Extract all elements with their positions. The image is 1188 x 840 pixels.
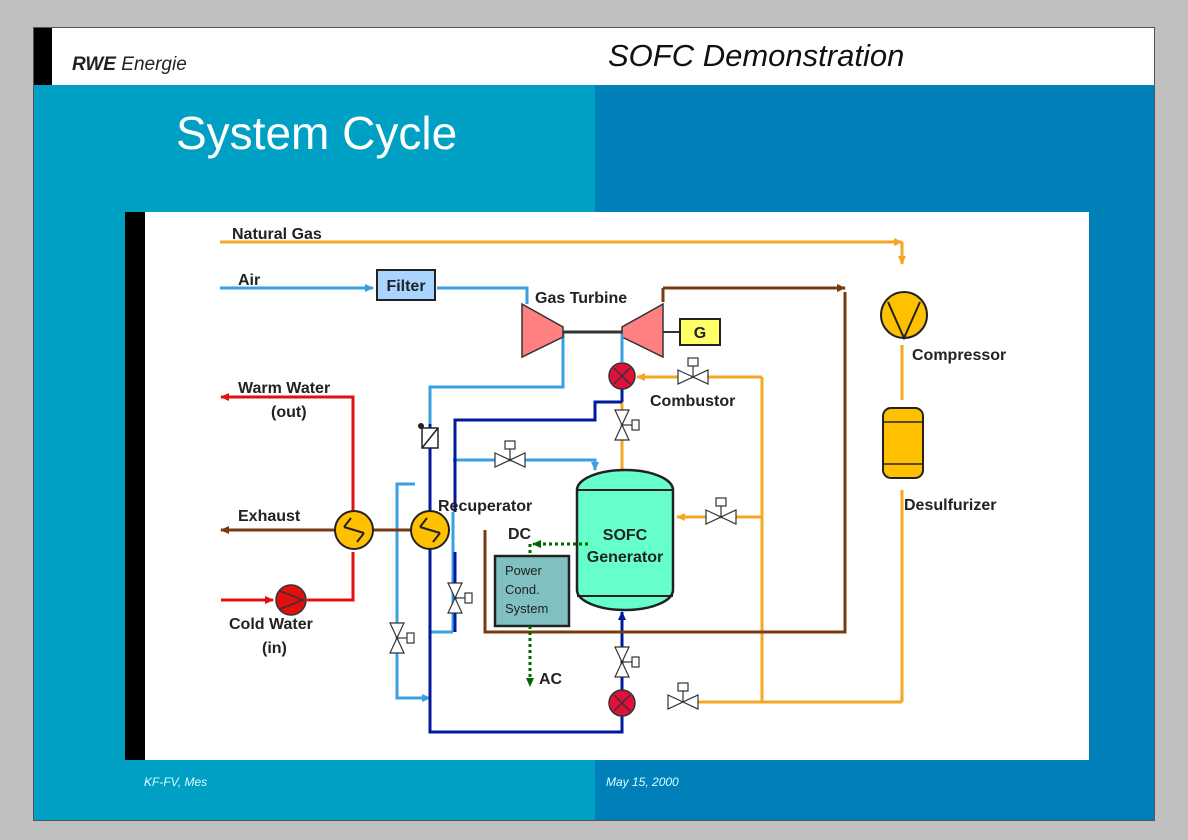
power-cond-line2: Cond. bbox=[505, 582, 540, 597]
power-cond-line1: Power bbox=[505, 563, 543, 578]
exhaust-label: Exhaust bbox=[238, 508, 301, 525]
electric-lines bbox=[526, 540, 588, 687]
water-heat-exchanger-icon bbox=[334, 510, 374, 550]
power-cond-line3: System bbox=[505, 601, 548, 616]
cold-water-label-line2: (in) bbox=[262, 640, 287, 657]
water-pump-icon bbox=[275, 584, 307, 616]
footer-author: KF-FV, Mes bbox=[144, 775, 208, 789]
combustor-icon bbox=[608, 362, 636, 390]
slide-header: RWE Energie SOFC Demonstration bbox=[34, 28, 1154, 85]
recuperator-icon bbox=[410, 510, 450, 550]
warm-water-label-line2: (out) bbox=[271, 404, 307, 421]
combustor-label: Combustor bbox=[650, 393, 735, 410]
dc-label: DC bbox=[508, 526, 532, 543]
logo-regular-text: Energie bbox=[121, 54, 187, 75]
recuperator-label: Recuperator bbox=[438, 498, 532, 515]
gas-turbine bbox=[521, 302, 680, 359]
sofc-label-line1: SOFC bbox=[603, 527, 648, 544]
system-cycle-diagram: Filter G SOFC Generator bbox=[125, 212, 1089, 760]
slide-subtitle: System Cycle bbox=[176, 107, 458, 159]
water-lines bbox=[220, 393, 355, 604]
natural-gas-label: Natural Gas bbox=[232, 226, 322, 243]
generator-label: G bbox=[694, 325, 706, 342]
slide: RWE Energie SOFC Demonstration System Cy… bbox=[33, 27, 1155, 821]
sofc-label-line2: Generator bbox=[587, 549, 663, 566]
filter-box bbox=[376, 269, 436, 301]
compressor-label: Compressor bbox=[912, 347, 1006, 364]
power-conditioning-box bbox=[493, 554, 571, 628]
sofc-generator bbox=[575, 468, 675, 612]
header-accent-bar bbox=[34, 28, 52, 85]
company-logo: RWE Energie bbox=[72, 54, 187, 76]
cold-water-label-line1: Cold Water bbox=[229, 616, 313, 633]
diagram-left-bar bbox=[125, 212, 145, 760]
filter-label: Filter bbox=[386, 278, 425, 295]
logo-bold-text: RWE bbox=[72, 54, 116, 75]
gas-turbine-label: Gas Turbine bbox=[535, 290, 627, 307]
generator-box bbox=[679, 318, 721, 346]
warm-water-label-line1: Warm Water bbox=[238, 380, 330, 397]
mixer-icon bbox=[608, 689, 636, 717]
footer-date: May 15, 2000 bbox=[606, 775, 679, 789]
desulfurizer-label: Desulfurizer bbox=[904, 497, 996, 514]
ac-label: AC bbox=[539, 671, 563, 688]
damper-icon bbox=[418, 423, 439, 449]
exhaust-lines bbox=[220, 284, 847, 634]
desulfurizer-vessel bbox=[882, 407, 924, 479]
compressor-icon bbox=[880, 291, 928, 341]
air-label: Air bbox=[238, 272, 260, 289]
presentation-title: SOFC Demonstration bbox=[608, 38, 905, 73]
